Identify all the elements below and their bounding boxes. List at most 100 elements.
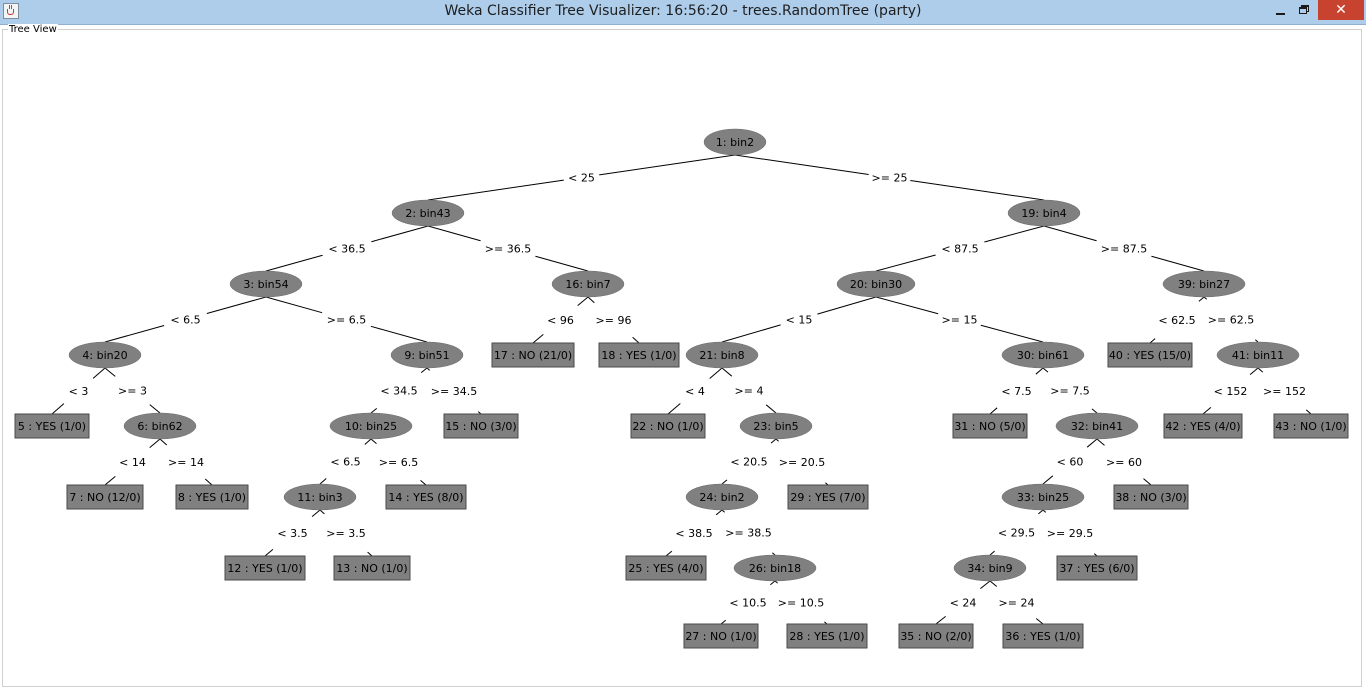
edge-line <box>709 367 723 379</box>
edge-line <box>370 325 428 343</box>
edge-line <box>51 403 65 415</box>
leaf-box <box>898 623 974 649</box>
leaf-node-18[interactable]: 18 : YES (1/0) <box>598 342 680 368</box>
tree-edge-34-36: >= 24 <box>989 580 1044 625</box>
edge-line <box>989 580 998 587</box>
leaf-label: 13 : NO (1/0) <box>336 562 407 575</box>
leaf-label: 43 : NO (1/0) <box>1275 420 1346 433</box>
split-node-26[interactable]: 26: bin18 <box>733 554 817 582</box>
leaf-node-13[interactable]: 13 : NO (1/0) <box>333 555 411 581</box>
split-node-33[interactable]: 33: bin25 <box>1001 483 1085 511</box>
title-bar[interactable]: Weka Classifier Tree Visualizer: 16:56:2… <box>0 0 1366 25</box>
leaf-node-12[interactable]: 12 : YES (1/0) <box>224 555 306 581</box>
split-node-41[interactable]: 41: bin11 <box>1216 341 1300 369</box>
node-label: 3: bin54 <box>243 278 288 291</box>
edge-line <box>319 509 325 515</box>
leaf-box <box>952 413 1028 439</box>
split-node-19[interactable]: 19: bin4 <box>1007 199 1081 227</box>
leaf-node-5[interactable]: 5 : YES (1/0) <box>14 413 90 439</box>
leaf-label: 7 : NO (12/0) <box>69 491 140 504</box>
edge-line <box>1249 367 1259 376</box>
edge-line <box>667 403 681 415</box>
tree-edge-21-23: >= 4 <box>721 367 777 414</box>
tree-edge-24-25: < 38.5 <box>665 509 723 557</box>
tree-edge-26-28: >= 10.5 <box>774 580 828 625</box>
leaf-node-37[interactable]: 37 : YES (6/0) <box>1056 555 1138 581</box>
leaf-node-14[interactable]: 14 : YES (8/0) <box>385 484 467 510</box>
split-node-9[interactable]: 9: bin51 <box>390 341 464 369</box>
edge-line <box>426 367 431 371</box>
edge-line <box>104 324 165 343</box>
leaf-label: 38 : NO (3/0) <box>1115 491 1186 504</box>
tree-edge-30-32: >= 7.5 <box>1042 367 1098 414</box>
leaf-node-31[interactable]: 31 : NO (5/0) <box>952 413 1028 439</box>
leaf-box <box>598 342 680 368</box>
leaf-node-17[interactable]: 17 : NO (21/0) <box>491 342 575 368</box>
tree-edge-6-8: >= 14 <box>159 438 213 486</box>
leaf-node-42[interactable]: 42 : YES (4/0) <box>1163 413 1243 439</box>
edge-label-ge-15: >= 15 <box>942 314 978 327</box>
tree-edge-23-24: < 20.5 <box>721 438 777 485</box>
tree-edge-32-38: >= 60 <box>1096 438 1152 486</box>
restore-button[interactable] <box>1290 0 1320 22</box>
split-node-34[interactable]: 34: bin9 <box>953 554 1027 582</box>
split-node-30[interactable]: 30: bin61 <box>1001 341 1085 369</box>
node-ellipse <box>1001 341 1085 369</box>
java-cup-icon[interactable] <box>3 3 19 19</box>
node-ellipse <box>739 412 813 440</box>
close-button[interactable]: ✕ <box>1318 0 1364 20</box>
tree-edge-30-31: < 7.5 <box>989 367 1044 415</box>
split-node-24[interactable]: 24: bin2 <box>685 483 759 511</box>
edge-line <box>721 324 781 343</box>
node-ellipse <box>1001 483 1085 511</box>
edge-label-lt-152: < 152 <box>1214 385 1248 398</box>
leaf-node-15[interactable]: 15 : NO (3/0) <box>443 413 519 439</box>
leaf-box <box>385 484 467 510</box>
leaf-node-40[interactable]: 40 : YES (15/0) <box>1107 342 1193 368</box>
split-node-4[interactable]: 4: bin20 <box>68 341 142 369</box>
leaf-node-29[interactable]: 29 : YES (7/0) <box>787 484 869 510</box>
tree-edge-2-16: >= 36.5 <box>427 225 589 272</box>
edge-line <box>104 367 116 377</box>
split-node-16[interactable]: 16: bin7 <box>551 270 625 298</box>
split-node-1[interactable]: 1: bin2 <box>703 128 767 156</box>
leaf-node-36[interactable]: 36 : YES (1/0) <box>1002 623 1084 649</box>
leaf-node-8[interactable]: 8 : YES (1/0) <box>175 484 249 510</box>
leaf-node-27[interactable]: 27 : NO (1/0) <box>683 623 759 649</box>
leaf-box <box>787 484 869 510</box>
split-node-10[interactable]: 10: bin25 <box>329 412 413 440</box>
edge-line <box>774 580 778 584</box>
leaf-box <box>1056 555 1138 581</box>
split-node-6[interactable]: 6: bin62 <box>123 412 197 440</box>
leaf-node-28[interactable]: 28 : YES (1/0) <box>786 623 868 649</box>
edge-line <box>665 550 673 557</box>
split-node-21[interactable]: 21: bin8 <box>685 341 759 369</box>
tree-edge-24-26: >= 38.5 <box>721 509 776 556</box>
edge-line <box>1096 438 1105 446</box>
leaf-node-43[interactable]: 43 : NO (1/0) <box>1273 413 1349 439</box>
edge-line <box>817 296 877 315</box>
leaf-label: 18 : YES (1/0) <box>601 349 676 362</box>
edge-label-lt-15: < 15 <box>786 314 813 327</box>
split-node-3[interactable]: 3: bin54 <box>229 270 303 298</box>
leaf-node-22[interactable]: 22 : NO (1/0) <box>630 413 706 439</box>
split-node-32[interactable]: 32: bin41 <box>1055 412 1139 440</box>
leaf-node-7[interactable]: 7 : NO (12/0) <box>66 484 144 510</box>
minimize-button[interactable] <box>1265 0 1295 22</box>
edge-label-ge-6-5: >= 6.5 <box>327 314 366 327</box>
edge-line <box>265 296 323 314</box>
leaf-node-38[interactable]: 38 : NO (3/0) <box>1113 484 1189 510</box>
leaf-node-25[interactable]: 25 : YES (4/0) <box>625 555 707 581</box>
leaf-node-35[interactable]: 35 : NO (2/0) <box>898 623 974 649</box>
split-node-39[interactable]: 39: bin27 <box>1162 270 1246 298</box>
split-node-11[interactable]: 11: bin3 <box>283 483 357 511</box>
edge-label-ge-24: >= 24 <box>999 597 1035 610</box>
tree-edge-3-4: < 6.5 <box>104 296 267 343</box>
split-node-23[interactable]: 23: bin5 <box>739 412 813 440</box>
split-node-2[interactable]: 2: bin43 <box>391 199 465 227</box>
leaf-box <box>683 623 759 649</box>
split-node-20[interactable]: 20: bin30 <box>836 270 916 298</box>
edge-line <box>1043 225 1097 242</box>
edge-line <box>989 550 995 556</box>
